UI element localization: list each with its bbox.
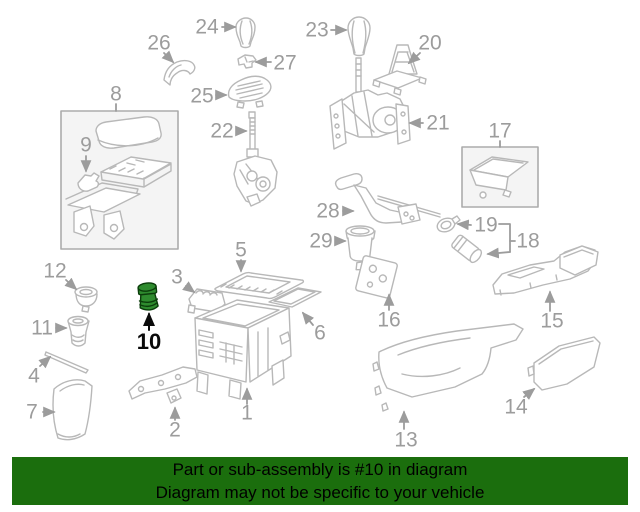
part-15-console-carrier-drawing xyxy=(492,245,599,296)
part-27-clip-drawing xyxy=(237,54,257,69)
callout-2: 2 xyxy=(169,418,181,442)
callout-20: 20 xyxy=(418,31,442,55)
callout-arrows xyxy=(38,21,556,430)
callout-3: 3 xyxy=(171,265,183,289)
part-21-shift-assembly-drawing xyxy=(329,57,411,150)
part-29-cup-holder-insert-drawing xyxy=(345,225,376,262)
part-6-console-mat-drawing xyxy=(268,287,322,308)
part-11-boot-drawing xyxy=(67,315,90,347)
part-23-shift-knob-drawing xyxy=(347,16,371,57)
part-12-grommet-drawing xyxy=(74,286,98,313)
callout-1: 1 xyxy=(241,401,253,425)
callout-23: 23 xyxy=(305,18,329,42)
callout-24: 24 xyxy=(195,15,219,39)
callout-28: 28 xyxy=(316,199,340,223)
part-9-bracket-drawing xyxy=(77,172,100,192)
callout-16: 16 xyxy=(377,308,401,332)
callout-9: 9 xyxy=(80,133,92,157)
part-20-shift-boot-drawing xyxy=(372,44,427,96)
part-25-indicator-panel-drawing xyxy=(227,75,272,109)
part-2-bracket-drawing xyxy=(128,366,198,404)
callout-11: 11 xyxy=(31,316,53,340)
callout-13: 13 xyxy=(394,428,418,452)
callout-17: 17 xyxy=(488,119,512,143)
callout-19: 19 xyxy=(474,213,498,237)
callout-10-highlighted: 10 xyxy=(136,329,162,354)
callout-22: 22 xyxy=(210,119,234,143)
callout-6: 6 xyxy=(314,321,326,345)
part-1-console-body-drawing xyxy=(194,299,292,400)
callout-26: 26 xyxy=(147,31,171,55)
callout-14: 14 xyxy=(504,395,528,419)
part-26-cover-drawing xyxy=(163,59,196,86)
callout-21: 21 xyxy=(426,111,450,135)
part-13-lower-console-panel-drawing xyxy=(372,323,524,412)
part-4-rod-drawing xyxy=(44,351,89,374)
part-18-socket-drawing xyxy=(451,234,483,264)
callout-7: 7 xyxy=(26,400,38,424)
part-28-parking-brake-drawing xyxy=(334,173,441,225)
callout-15: 15 xyxy=(540,309,564,333)
banner-line-2: Diagram may not be specific to your vehi… xyxy=(155,483,485,502)
part-10-power-outlet-highlighted-drawing xyxy=(137,282,159,311)
part-8-armrest-drawing xyxy=(65,116,172,240)
part-5-tray-drawing xyxy=(214,271,305,300)
part-19-outlet-cap-drawing xyxy=(436,215,461,233)
banner-line-1: Part or sub-assembly is #10 in diagram xyxy=(172,460,468,479)
part-22-shifter-drawing xyxy=(233,111,278,207)
part-7-side-panel-drawing xyxy=(52,379,93,441)
part-16-plate-drawing xyxy=(355,255,398,299)
callout-27: 27 xyxy=(273,51,297,75)
callout-18: 18 xyxy=(516,229,540,253)
part-24-shift-knob-drawing xyxy=(235,17,256,49)
callout-12: 12 xyxy=(43,259,67,283)
callout-29: 29 xyxy=(309,229,333,253)
part-17-storage-lid-drawing xyxy=(469,156,529,199)
highlight-banner: Part or sub-assembly is #10 in diagram D… xyxy=(12,457,628,505)
part-14-side-panel-drawing xyxy=(527,336,601,391)
callout-4: 4 xyxy=(28,364,40,388)
callout-5: 5 xyxy=(235,238,247,262)
callout-8: 8 xyxy=(110,82,122,106)
callout-25: 25 xyxy=(190,84,214,108)
